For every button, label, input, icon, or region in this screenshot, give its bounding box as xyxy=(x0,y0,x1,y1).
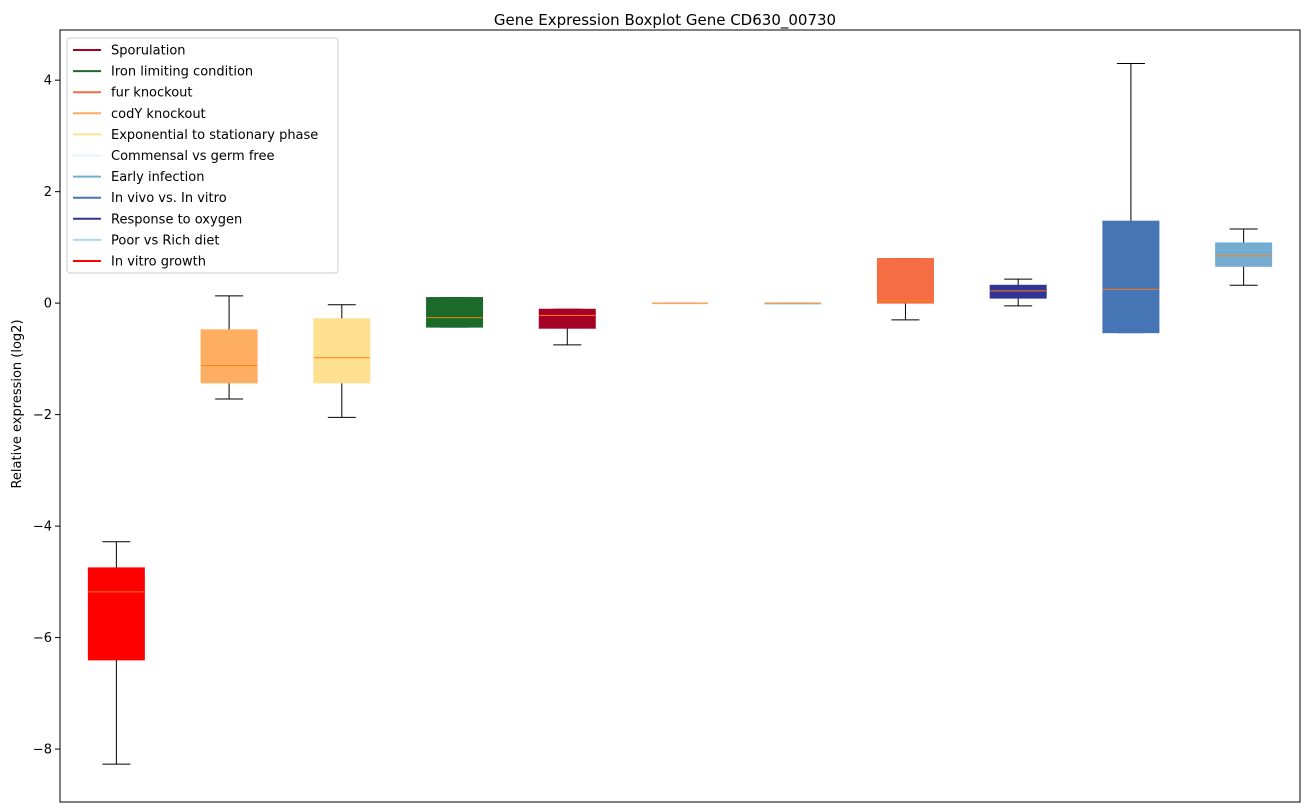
legend-label: Commensal vs germ free xyxy=(111,149,274,164)
box-body xyxy=(87,567,145,661)
legend-label: Poor vs Rich diet xyxy=(111,233,219,248)
legend-label: Iron limiting condition xyxy=(111,65,253,80)
box-8 xyxy=(876,258,934,321)
box-10 xyxy=(1102,62,1160,334)
box-body xyxy=(426,297,484,328)
y-tick-label: 2 xyxy=(44,185,52,200)
legend-label: In vitro growth xyxy=(111,255,206,270)
legend-label: Exponential to stationary phase xyxy=(111,128,318,143)
legend-label: Sporulation xyxy=(111,44,186,59)
box-group xyxy=(87,62,1273,765)
legend-label: fur knockout xyxy=(111,86,193,101)
plot-area-frame xyxy=(59,29,1301,803)
y-tick-label: −4 xyxy=(33,520,52,535)
y-tick-label: 0 xyxy=(44,297,52,312)
box-2 xyxy=(200,295,258,400)
box-3 xyxy=(313,304,371,418)
box-7 xyxy=(764,302,822,305)
box-9 xyxy=(989,278,1047,307)
legend-frame xyxy=(66,37,339,274)
y-axis-ticks: −8 −6 −4 −2 0 2 4 xyxy=(33,74,60,758)
chart-title: Gene Expression Boxplot Gene CD630_00730 xyxy=(494,11,836,30)
box-body xyxy=(1102,220,1160,334)
box-6 xyxy=(651,302,709,305)
legend-label: Early infection xyxy=(111,170,204,185)
box-4 xyxy=(426,297,484,328)
legend-label: Response to oxygen xyxy=(111,212,242,227)
box-11 xyxy=(1215,228,1273,286)
box-body xyxy=(313,318,371,384)
y-axis-label: Relative expression (log2) xyxy=(10,319,25,488)
box-5 xyxy=(538,308,596,346)
box-body xyxy=(538,308,596,329)
box-1 xyxy=(87,541,145,765)
y-tick-label: −8 xyxy=(33,743,52,758)
box-body xyxy=(876,258,934,304)
box-body xyxy=(200,329,258,384)
y-tick-label: −2 xyxy=(33,408,52,423)
y-tick-label: 4 xyxy=(44,74,52,89)
box-body xyxy=(1215,242,1273,267)
legend-label: In vivo vs. In vitro xyxy=(111,191,227,206)
y-tick-label: −6 xyxy=(33,631,52,646)
legend-label: codY knockout xyxy=(111,107,206,122)
box-body xyxy=(989,284,1047,299)
